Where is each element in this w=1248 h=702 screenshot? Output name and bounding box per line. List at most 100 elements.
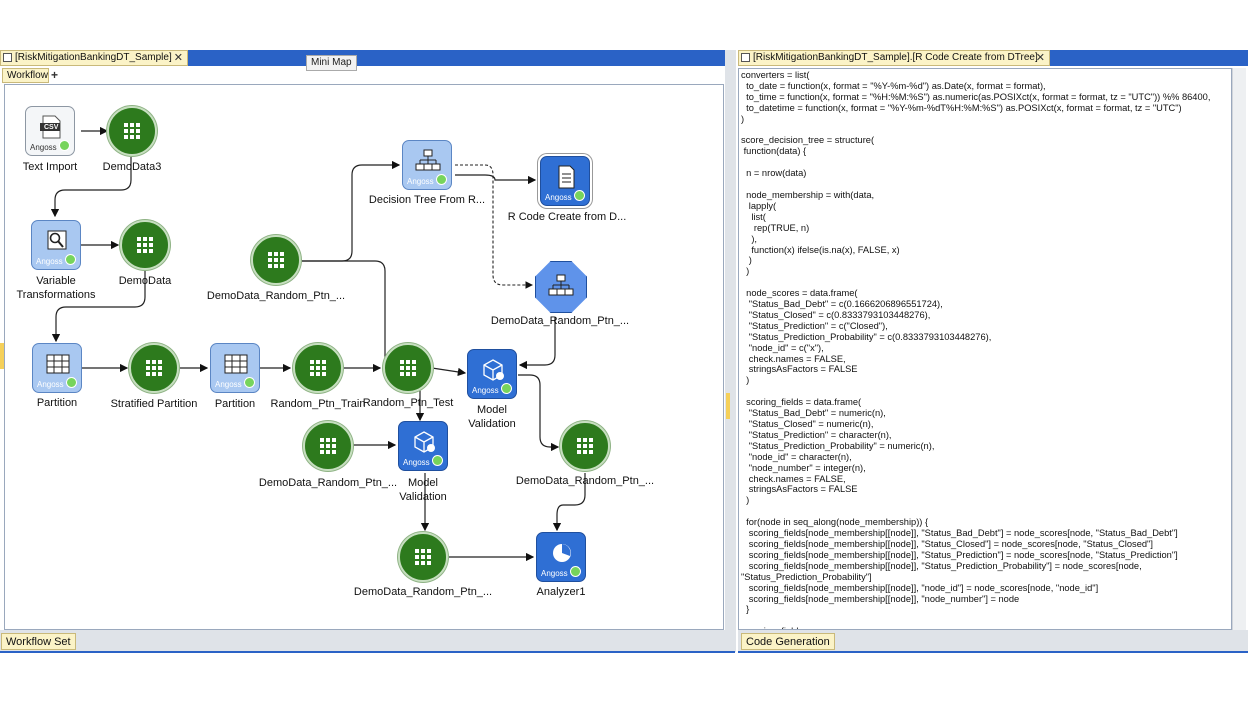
model-validation-node[interactable]: Angoss [467, 349, 517, 399]
bottom-bar-right [738, 630, 1248, 651]
tab-workflow[interactable]: Workflow [2, 68, 49, 83]
demodata-random-ptn-bottom-label: DemoData_Random_Ptn_... [353, 586, 493, 598]
r-code-create-label: R Code Create from D... [507, 211, 627, 223]
bottom-border-left [0, 651, 735, 653]
mini-map-button[interactable]: Mini Map [306, 55, 357, 71]
status-indicator-icon [59, 140, 70, 151]
brand-label: Angoss [36, 257, 63, 266]
left-document-tab[interactable]: [RiskMitigationBankingDT_Sample] ✕ [0, 50, 188, 66]
code-editor[interactable]: converters = list( to_date = function(x,… [738, 68, 1232, 630]
cube-validation-icon [411, 430, 437, 454]
demodata-random-ptn-bottom-node[interactable] [398, 532, 448, 582]
code-icon [741, 53, 750, 62]
demodata-random-ptn-right-label: DemoData_Random_Ptn_... [515, 475, 655, 487]
tree-icon [415, 149, 441, 173]
status-indicator-icon [574, 190, 585, 201]
add-tab-icon[interactable]: + [51, 68, 59, 82]
table-icon [268, 252, 284, 268]
code-text: converters = list( to_date = function(x,… [741, 70, 1211, 629]
demodata-random-ptn-left-label: DemoData_Random_Ptn_... [258, 477, 398, 489]
workflow-connections [50, 126, 586, 562]
demodata3-node[interactable] [107, 106, 157, 156]
variable-transformations-label: Variable Transformations [16, 275, 96, 301]
brand-label: Angoss [37, 380, 64, 389]
demodata-random-ptn-right-node[interactable] [560, 421, 610, 471]
demodata-random-ptn-scored-label: DemoData_Random_Ptn_... [490, 315, 630, 327]
model-validation-label: Model Validation [468, 404, 516, 430]
partition-2-label: Partition [214, 398, 256, 410]
table-icon [320, 438, 336, 454]
tree-icon [548, 274, 574, 301]
brand-label: Angoss [30, 143, 57, 152]
decision-tree-label: Decision Tree From R... [368, 194, 486, 206]
partition-label: Partition [36, 397, 78, 409]
status-indicator-icon [66, 377, 77, 388]
status-indicator-icon [501, 383, 512, 394]
demodata3-label: DemoData3 [102, 161, 162, 173]
status-indicator-icon [570, 566, 581, 577]
left-tab-title: [RiskMitigationBankingDT_Sample] [15, 52, 172, 63]
demodata-label: DemoData [118, 275, 172, 287]
table-icon [124, 123, 140, 139]
variable-transformations-node[interactable]: Angoss [31, 220, 81, 270]
partition-node[interactable]: Angoss [32, 343, 82, 393]
brand-label: Angoss [407, 177, 434, 186]
document-icon [553, 165, 579, 189]
close-icon[interactable]: ✕ [173, 52, 183, 64]
analyzer-label: Analyzer1 [536, 586, 586, 598]
random-ptn-test-label: Random_Ptn_Test [362, 397, 454, 409]
decision-tree-node[interactable]: Angoss [402, 140, 452, 190]
demodata-random-ptn-left-node[interactable] [303, 421, 353, 471]
csv-file-icon: CSV [38, 115, 64, 139]
workflow-canvas[interactable]: CSV Angoss Text Import DemoData3 Angoss … [4, 84, 724, 630]
table-icon [146, 360, 162, 376]
brand-label: Angoss [403, 458, 430, 467]
table-icon [400, 360, 416, 376]
document-icon [3, 53, 12, 62]
demodata-random-ptn-label: DemoData_Random_Ptn_... [206, 290, 346, 302]
table-icon [415, 549, 431, 565]
text-import-node[interactable]: CSV Angoss [25, 106, 75, 156]
random-ptn-train-label: Random_Ptn_Train [270, 398, 366, 410]
partition-node-2[interactable]: Angoss [210, 343, 260, 393]
analyzer-node[interactable]: Angoss [536, 532, 586, 582]
tab-workflow-set[interactable]: Workflow Set [1, 633, 76, 650]
demodata-random-ptn-scored-node[interactable] [535, 261, 587, 313]
table-icon [577, 438, 593, 454]
demodata-node[interactable] [120, 220, 170, 270]
demodata-random-ptn-node[interactable] [251, 235, 301, 285]
model-validation-node-2[interactable]: Angoss [398, 421, 448, 471]
cube-validation-icon [480, 358, 506, 382]
text-import-label: Text Import [22, 161, 78, 173]
model-validation-2-label: Model Validation [399, 477, 447, 503]
collapse-grip[interactable] [726, 393, 730, 419]
partition-table-icon [223, 352, 249, 376]
status-indicator-icon [244, 377, 255, 388]
table-icon [310, 360, 326, 376]
csv-label: CSV [44, 124, 59, 131]
status-indicator-icon [432, 455, 443, 466]
tab-code-generation[interactable]: Code Generation [741, 633, 835, 650]
brand-label: Angoss [472, 386, 499, 395]
brand-label: Angoss [215, 380, 242, 389]
code-scrollbar[interactable] [1232, 68, 1246, 630]
right-document-tab[interactable]: [RiskMitigationBankingDT_Sample].[R Code… [738, 50, 1050, 66]
magnifier-icon [44, 229, 70, 253]
bottom-bar-left [0, 630, 735, 651]
stratified-partition-node[interactable] [129, 343, 179, 393]
random-ptn-test-node[interactable] [383, 343, 433, 393]
random-ptn-train-node[interactable] [293, 343, 343, 393]
pie-chart-icon [549, 541, 575, 565]
close-icon[interactable]: ✕ [1035, 52, 1045, 64]
status-indicator-icon [65, 254, 76, 265]
partition-table-icon [45, 352, 71, 376]
brand-label: Angoss [541, 569, 568, 578]
panel-splitter[interactable] [725, 50, 736, 652]
bottom-border-right [738, 651, 1248, 653]
r-code-create-node[interactable]: Angoss [540, 156, 590, 206]
left-collapse-grip[interactable] [0, 343, 4, 369]
stratified-partition-label: Stratified Partition [110, 398, 198, 410]
brand-label: Angoss [545, 193, 572, 202]
right-tab-title: [RiskMitigationBankingDT_Sample].[R Code… [753, 52, 1038, 63]
table-icon [137, 237, 153, 253]
